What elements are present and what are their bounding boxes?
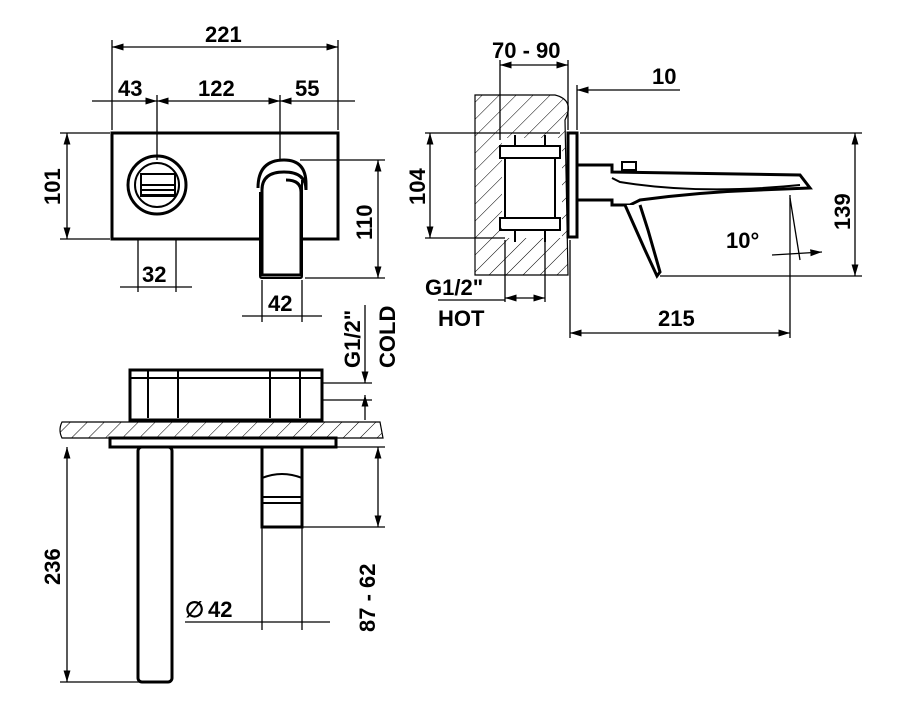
dim-plate-height: 101 — [40, 168, 65, 205]
side-view: 70 - 90 10 104 139 215 10° G1/2" HOT — [405, 38, 862, 338]
label-cold: COLD — [375, 306, 400, 368]
top-view: G1/2" COLD 236 87 - 62 ∅ 42 — [40, 305, 400, 684]
handle-top — [260, 445, 304, 529]
dim-diameter: 42 — [208, 597, 232, 622]
dim-overall-width: 221 — [205, 22, 242, 47]
spout-side — [575, 161, 813, 279]
dim-handle-drop: 110 — [352, 205, 377, 241]
label-hot: HOT — [438, 306, 485, 331]
dim-left-offset: 43 — [118, 76, 142, 101]
dim-angle: 10° — [726, 228, 759, 253]
dim-body-height: 104 — [405, 168, 430, 205]
dim-right-offset: 55 — [295, 76, 319, 101]
label-thread-cold: G1/2" — [340, 310, 365, 368]
dim-projection: 215 — [658, 306, 695, 331]
dim-handle-range: 87 - 62 — [355, 564, 380, 633]
dim-control-width: 32 — [142, 262, 166, 287]
spout-front — [256, 158, 308, 279]
spout-top — [136, 445, 174, 684]
front-view: 221 43 122 55 101 110 32 42 — [40, 22, 385, 322]
label-thread-hot: G1/2" — [425, 275, 483, 300]
dim-total-height: 139 — [830, 193, 855, 230]
valve-body — [499, 135, 561, 242]
wall-section-top — [59, 421, 384, 439]
dim-wall-depth: 70 - 90 — [492, 38, 561, 63]
dim-plate-thickness: 10 — [652, 64, 676, 89]
diameter-symbol: ∅ — [185, 597, 204, 622]
dim-spout-width: 42 — [268, 291, 292, 316]
control-knob — [126, 154, 188, 216]
dim-center-spacing: 122 — [198, 76, 235, 101]
dim-spout-length: 236 — [40, 548, 65, 585]
